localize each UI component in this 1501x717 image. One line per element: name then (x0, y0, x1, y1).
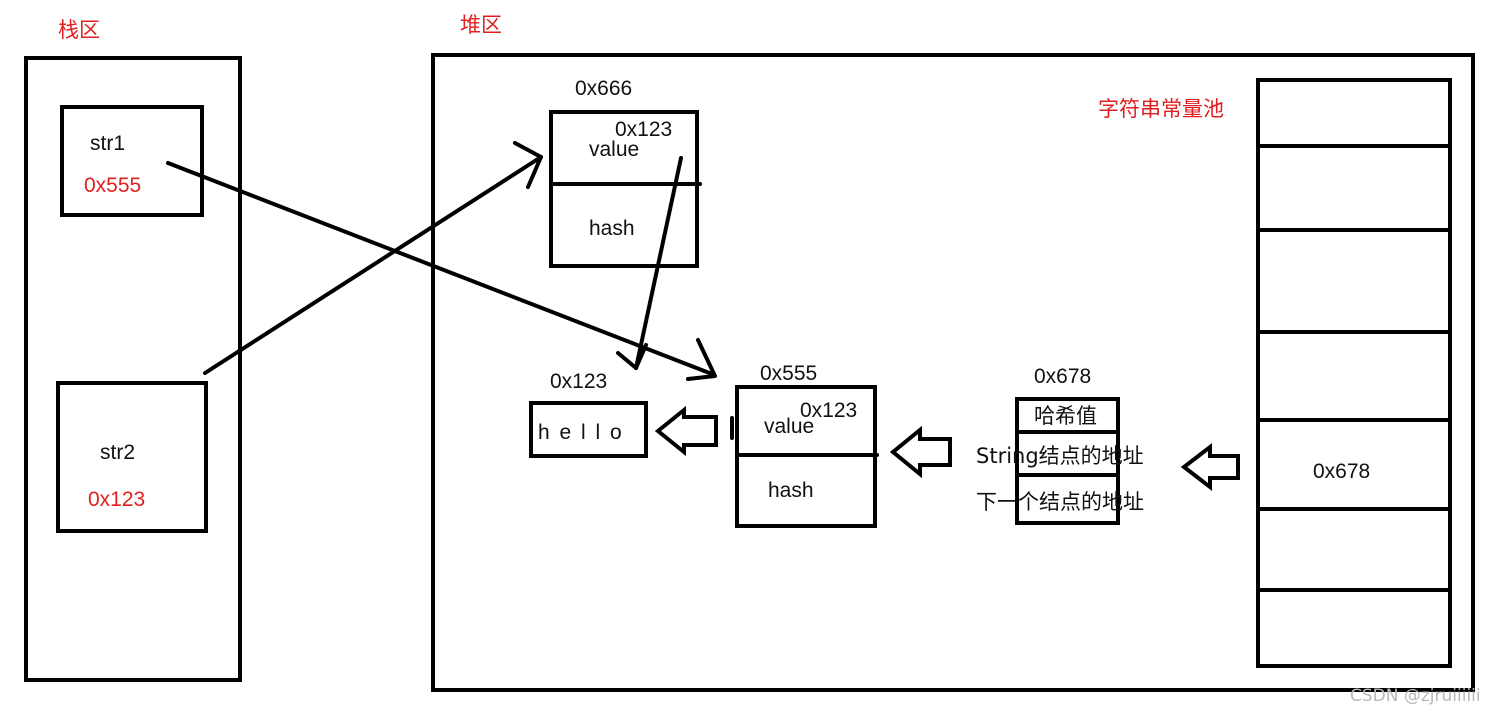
str2-label: str2 (100, 441, 135, 464)
obj555-address: 0x555 (760, 362, 817, 385)
node678-hash-label: 哈希值 (1034, 404, 1097, 428)
obj555-value-address: 0x123 (800, 399, 857, 422)
char-array-chars: h e l l o (538, 421, 624, 444)
obj555-hash-label: hash (768, 479, 814, 502)
node678-box (1015, 397, 1120, 525)
pool-title: 字符串常量池 (1098, 97, 1224, 121)
node678-to-obj555-hollow-arrow (889, 425, 952, 479)
str2-to-obj666-arrow (203, 155, 543, 375)
node678-next-label: 下一个结点的地址 (976, 490, 1144, 514)
heap-region (431, 53, 1475, 692)
watermark: CSDN @zjruiiiiii (1350, 686, 1481, 706)
obj666-box (549, 110, 699, 268)
str1-box (60, 105, 204, 217)
pool-to-node678-hollow-arrow (1180, 442, 1240, 492)
str2-box (56, 381, 208, 533)
char-array-address: 0x123 (550, 370, 607, 393)
obj666-address: 0x666 (575, 77, 632, 100)
str1-value: 0x555 (84, 174, 141, 197)
char-array-box (529, 401, 648, 458)
obj666-value-to-array-arrow (634, 156, 683, 370)
heap-title: 堆区 (460, 13, 502, 37)
obj666-value-label: value (589, 138, 639, 161)
stack-region (24, 56, 242, 682)
obj666-hash-label: hash (589, 217, 635, 240)
str1-to-obj555-arrowhead (686, 338, 717, 381)
stack-title: 栈区 (58, 18, 100, 42)
str2-to-obj666-arrowhead (513, 141, 543, 189)
pool-table (1256, 78, 1452, 668)
obj666-value-address: 0x123 (615, 118, 672, 141)
node678-address: 0x678 (1034, 365, 1091, 388)
obj666-value-to-array-arrowhead (616, 343, 648, 370)
str2-value: 0x123 (88, 488, 145, 511)
pool-entry: 0x678 (1313, 460, 1370, 483)
str1-to-obj555-arrow (166, 161, 714, 376)
str1-label: str1 (90, 132, 125, 155)
node678-string-addr-label: String结点的地址 (976, 444, 1144, 468)
obj555-value-label: value (764, 415, 814, 438)
obj555-to-array-hollow-arrow (654, 405, 718, 457)
